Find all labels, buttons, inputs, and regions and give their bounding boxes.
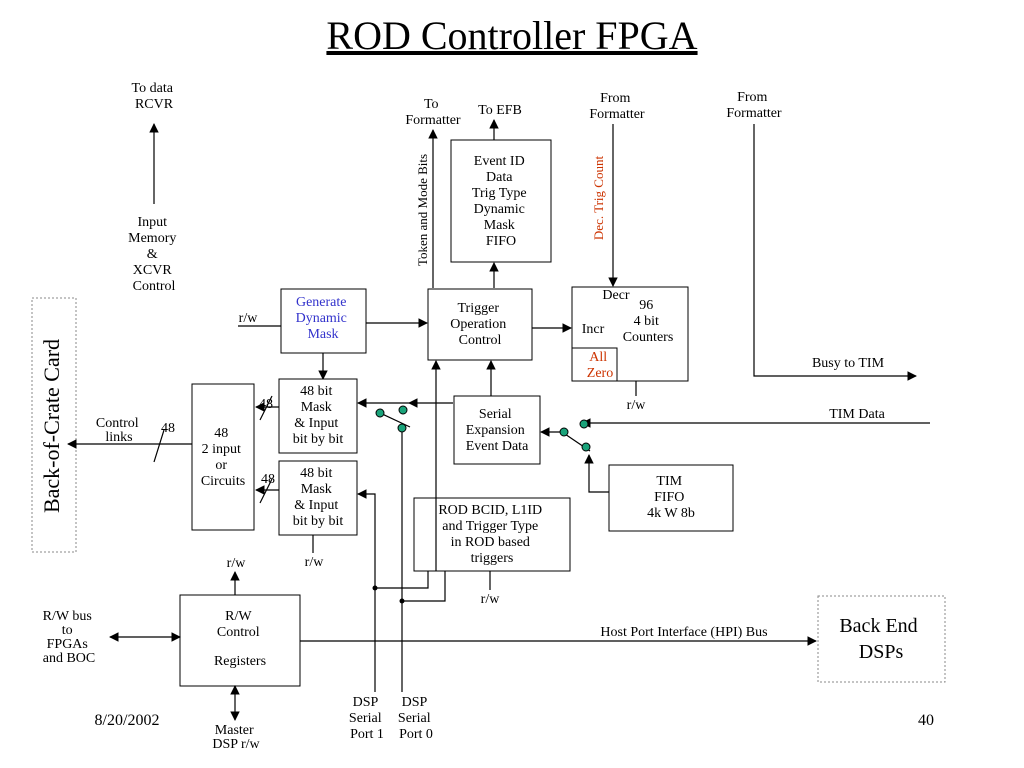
hpi-bus-label: Host Port Interface (HPI) Bus xyxy=(600,625,767,640)
master-dsp-label: Master DSP r/w xyxy=(212,723,260,752)
junction-2 xyxy=(399,598,405,604)
mask-input-box-1: 48 bit Mask & Input bit by bit xyxy=(278,378,358,454)
svg-text:Decr: Decr xyxy=(602,288,630,303)
input-memory-label: Input Memory & XCVR Control xyxy=(128,215,180,294)
svg-text:R/W Control Regist: R/W Control Registers xyxy=(214,609,266,669)
rw-label-control: r/w xyxy=(227,556,247,571)
tim-fifo-arrow xyxy=(584,454,609,493)
switch-2-contact-a xyxy=(559,427,569,437)
dsp-port-1-line xyxy=(357,489,376,692)
bus-width-1: 48 xyxy=(259,397,273,412)
bus-width-2: 48 xyxy=(261,472,275,487)
dsp-port-0-label: DSP Serial Port 0 xyxy=(398,695,434,742)
svg-text:48 2 input or: 48 2 input or Circuits xyxy=(201,426,245,489)
to-data-rcvr-label: To data RCVR xyxy=(132,81,177,112)
rw-label-counters: r/w xyxy=(627,398,647,413)
svg-text:All Zero: All Zero xyxy=(587,350,613,381)
rw-bus-label: R/W bus to FPGAs and BOC xyxy=(43,609,96,666)
switch-1-contact-c xyxy=(397,423,407,433)
busy-to-tim-line xyxy=(753,124,917,381)
dsp1-to-bcid-line xyxy=(375,571,429,589)
svg-text:Serial Expansion E: Serial Expansion Event Data xyxy=(466,407,529,454)
tim-data-label: TIM Data xyxy=(829,407,885,422)
svg-text:48 bit Mask & Inpu: 48 bit Mask & Input bit by bit xyxy=(293,466,344,529)
svg-text:Incr: Incr xyxy=(582,322,605,337)
rw-label-mask2: r/w xyxy=(305,555,325,570)
rw-control-box: R/W Control Registers xyxy=(179,594,301,687)
tim-fifo-box: TIM FIFO 4k W 8b xyxy=(608,464,734,532)
rw-label-mask: r/w xyxy=(239,311,259,326)
counters-box: Decr Incr 96 4 bit Counters All Zero xyxy=(571,286,689,382)
back-of-crate-label: Back-of-Crate Card xyxy=(39,339,64,513)
svg-text:96 4 bit Counters: 96 4 bit Counters xyxy=(623,298,674,345)
from-formatter-1-label: From Formatter xyxy=(589,91,645,122)
trigger-op-box: Trigger Operation Control xyxy=(427,288,533,361)
svg-text:Generate Dynamic M: Generate Dynamic Mask xyxy=(296,295,351,342)
switch-1-contact-b xyxy=(398,405,408,415)
svg-text:Trigger Operation: Trigger Operation Control xyxy=(450,301,509,348)
rw-label-bcid: r/w xyxy=(481,592,501,607)
back-of-crate-card: Back-of-Crate Card xyxy=(31,297,77,553)
svg-text:ROD BCID, L1ID and Trigg: ROD BCID, L1ID and Trigger Type in ROD b… xyxy=(438,503,545,566)
dsp0-to-bcid-line xyxy=(402,571,446,602)
mask-input-box-2: 48 bit Mask & Input bit by bit xyxy=(278,460,358,536)
junction-1 xyxy=(372,585,378,591)
bus-slash-1 xyxy=(259,395,273,421)
svg-text:Event ID Data Trig: Event ID Data Trig Type Dynamic Mask FIF… xyxy=(472,154,530,249)
svg-text:TIM FIFO 4k W 8b: TIM FIFO 4k W 8b xyxy=(647,474,695,521)
bus-slash-3 xyxy=(153,429,165,463)
serial-expansion-box: Serial Expansion Event Data xyxy=(453,395,541,465)
switch-2-contact-c xyxy=(581,442,591,452)
slide-date: 8/20/2002 xyxy=(95,712,160,729)
switch-1-contact-a xyxy=(375,408,385,418)
rod-bcid-box: ROD BCID, L1ID and Trigger Type in ROD b… xyxy=(413,497,571,572)
slide-page-number: 40 xyxy=(918,712,934,729)
bus-slash-2 xyxy=(259,478,273,504)
dsp-port-1-label: DSP Serial Port 1 xyxy=(349,695,385,742)
or-circuits-box: 48 2 input or Circuits xyxy=(191,383,255,531)
token-mode-bits-label: Token and Mode Bits xyxy=(415,154,430,266)
svg-text:48 bit Mask & Inpu: 48 bit Mask & Input bit by bit xyxy=(293,384,344,447)
generate-mask-box: Generate Dynamic Mask xyxy=(280,288,367,354)
slide-title: ROD Controller FPGA xyxy=(326,13,698,58)
to-efb-label: To EFB xyxy=(478,103,522,118)
switch-1-blade xyxy=(379,412,411,428)
svg-text:Back End DSPs: Back End DSPs xyxy=(839,615,922,663)
switch-2-contact-b xyxy=(579,419,589,429)
control-links-label: Control links xyxy=(96,416,142,445)
busy-to-tim-label: Busy to TIM xyxy=(812,356,885,371)
from-formatter-2-label: From Formatter xyxy=(726,90,782,121)
dec-trig-count-label: Dec. Trig Count xyxy=(591,156,606,241)
bus-width-3: 48 xyxy=(161,421,175,436)
event-fifo-box: Event ID Data Trig Type Dynamic Mask FIF… xyxy=(450,139,552,263)
to-formatter-label: To Formatter xyxy=(405,97,461,128)
back-end-dsps-box: Back End DSPs xyxy=(817,595,946,683)
